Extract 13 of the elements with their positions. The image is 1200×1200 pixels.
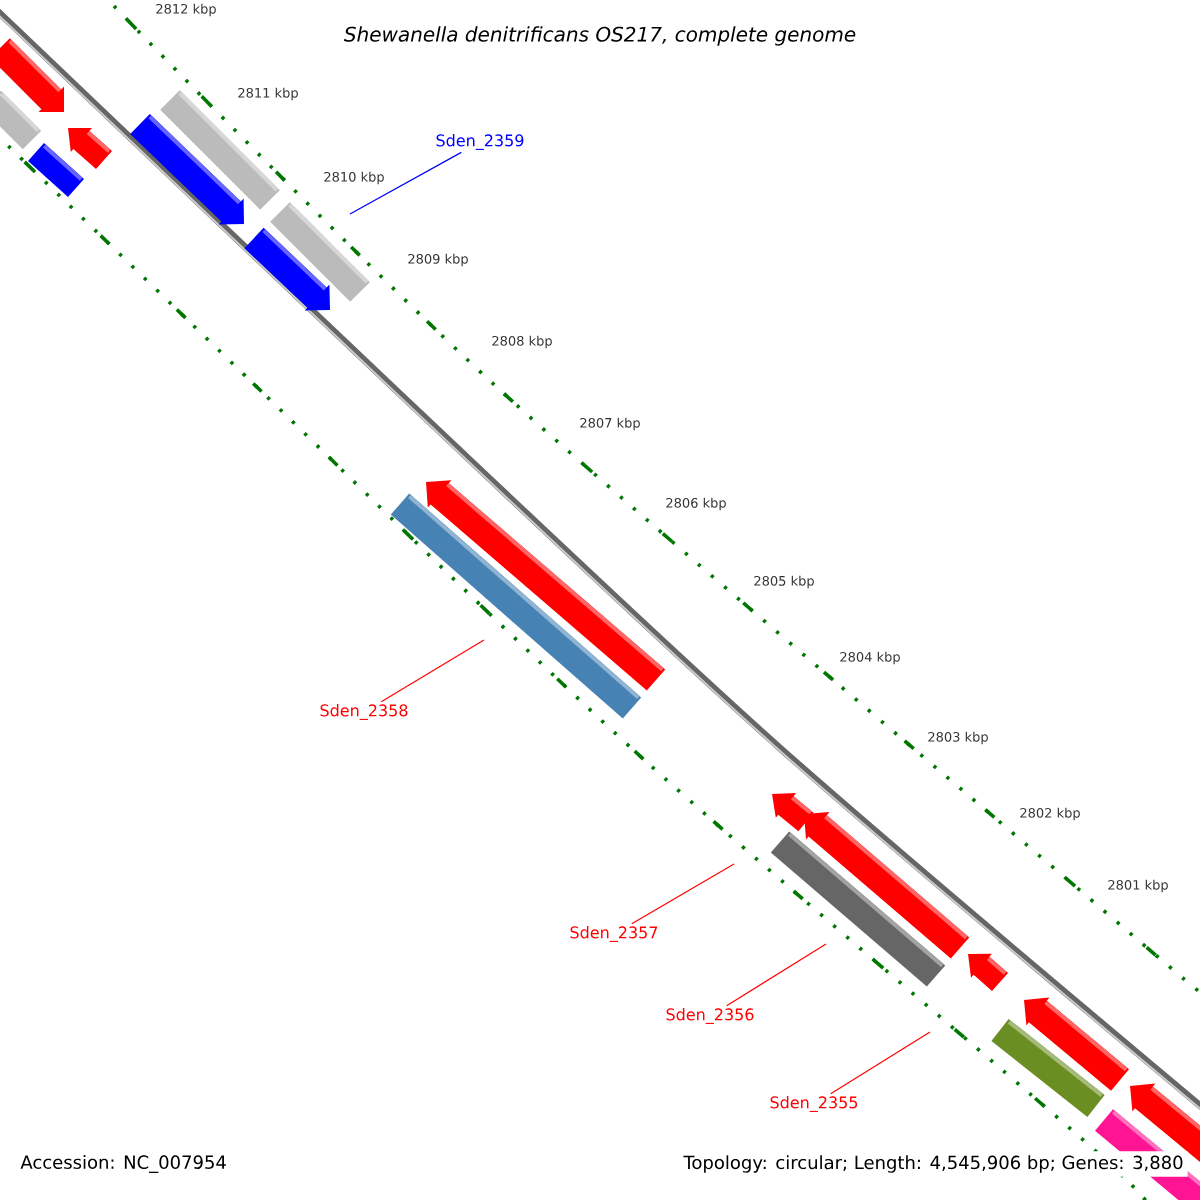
gene-label: Sden_2356 — [666, 1008, 754, 1024]
title: Shewanella denitrificans OS217, complete genome — [344, 26, 856, 46]
gene-label: Sden_2355 — [770, 1096, 858, 1112]
leader-line — [631, 863, 735, 925]
genome-stats-text: Topology: circular; Length: 4,545,906 bp; Genes: 3,880 — [679, 1151, 1188, 1177]
leader-line — [726, 943, 827, 1007]
leader-line — [830, 1031, 931, 1095]
accession-text: Accession: NC_007954 — [20, 1155, 226, 1173]
leader-line — [380, 639, 485, 703]
leader-line — [349, 151, 462, 215]
gene-label: Sden_2359 — [436, 134, 524, 150]
gene-label: Sden_2358 — [320, 704, 408, 720]
gene-label: Sden_2357 — [570, 926, 658, 942]
